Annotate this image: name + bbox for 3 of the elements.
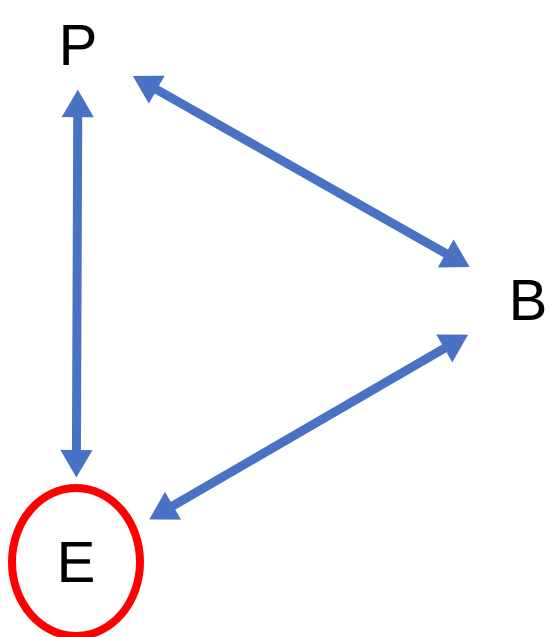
letter-in-ring: E (8, 484, 144, 637)
letter-label: B (513, 280, 544, 320)
letter-label: P (63, 25, 94, 65)
